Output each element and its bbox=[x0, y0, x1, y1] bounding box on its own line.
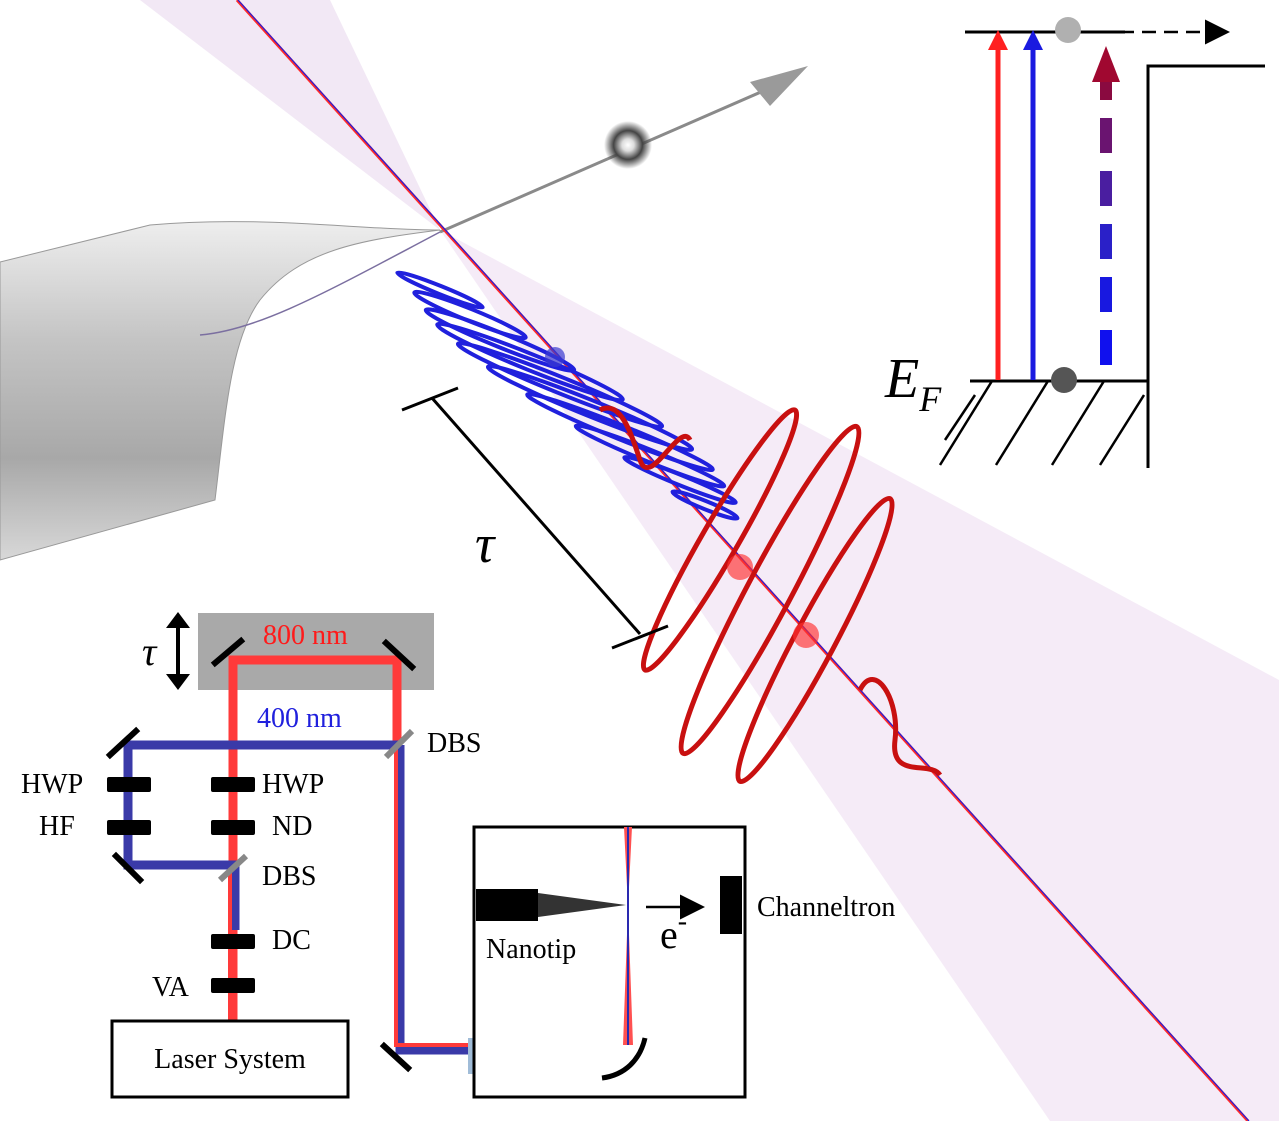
electron-label: e- bbox=[660, 906, 687, 957]
red-pulse-node-2 bbox=[793, 622, 819, 648]
wavelength-800-label: 800 nm bbox=[263, 620, 348, 651]
red-pulse-node-1 bbox=[727, 554, 753, 580]
delay-tau-small: τ bbox=[142, 629, 158, 674]
hwp-right-label: HWP bbox=[262, 769, 324, 800]
nd-right-label: ND bbox=[272, 811, 312, 842]
hwp-left-element bbox=[107, 777, 151, 792]
blue-pulse-node bbox=[545, 347, 565, 367]
dbs-mid-label: DBS bbox=[262, 861, 316, 892]
hf-left-label: HF bbox=[39, 811, 75, 842]
electron-trajectory bbox=[439, 86, 771, 234]
delay-bracket bbox=[401, 386, 669, 650]
optical-setup: 800 nm bbox=[21, 612, 895, 1099]
final-state-electron bbox=[1055, 17, 1081, 43]
dbs-mid bbox=[217, 853, 249, 883]
dbs-top-label: DBS bbox=[427, 728, 481, 759]
focus-cone-upper bbox=[140, 0, 440, 230]
nanotip-label: Nanotip bbox=[486, 934, 576, 965]
electron-direction-arrowhead bbox=[750, 66, 808, 106]
hf-left-element bbox=[107, 820, 151, 835]
nd-element bbox=[211, 820, 255, 835]
va-element bbox=[211, 978, 255, 993]
blue-pulse bbox=[395, 270, 740, 521]
vacuum-chamber bbox=[472, 825, 747, 1099]
nanotip-body bbox=[0, 221, 441, 561]
va-label: VA bbox=[152, 972, 190, 1003]
nanotip-cone bbox=[538, 893, 626, 917]
parabolic-mirror bbox=[601, 1037, 648, 1081]
fermi-level-label: EF bbox=[884, 348, 942, 419]
mirror-bottom bbox=[379, 1041, 413, 1073]
wavelength-400-label: 400 nm bbox=[257, 703, 342, 734]
nanotip-holder bbox=[476, 889, 538, 921]
mirror-left-lower bbox=[111, 851, 145, 885]
channeltron-label: Channeltron bbox=[757, 892, 895, 923]
mirror-top-left bbox=[210, 636, 246, 668]
laser-system-box bbox=[110, 1019, 350, 1099]
hwp-left-label: HWP bbox=[21, 769, 83, 800]
energy-diagram: EF bbox=[884, 17, 1265, 468]
electron-particle bbox=[604, 121, 652, 169]
delay-tau-large: τ bbox=[475, 514, 496, 574]
channeltron-detector bbox=[720, 876, 742, 934]
dbs-top bbox=[383, 728, 415, 760]
initial-state-electron bbox=[1051, 367, 1077, 393]
nanotip-shadow bbox=[199, 231, 441, 336]
dc-label: DC bbox=[272, 925, 311, 956]
hwp-right-element bbox=[211, 777, 255, 792]
laser-system-label: Laser System bbox=[154, 1044, 306, 1075]
mirror-left-upper bbox=[105, 726, 141, 760]
dc-element bbox=[211, 934, 255, 949]
mirror-top-right bbox=[381, 638, 417, 672]
